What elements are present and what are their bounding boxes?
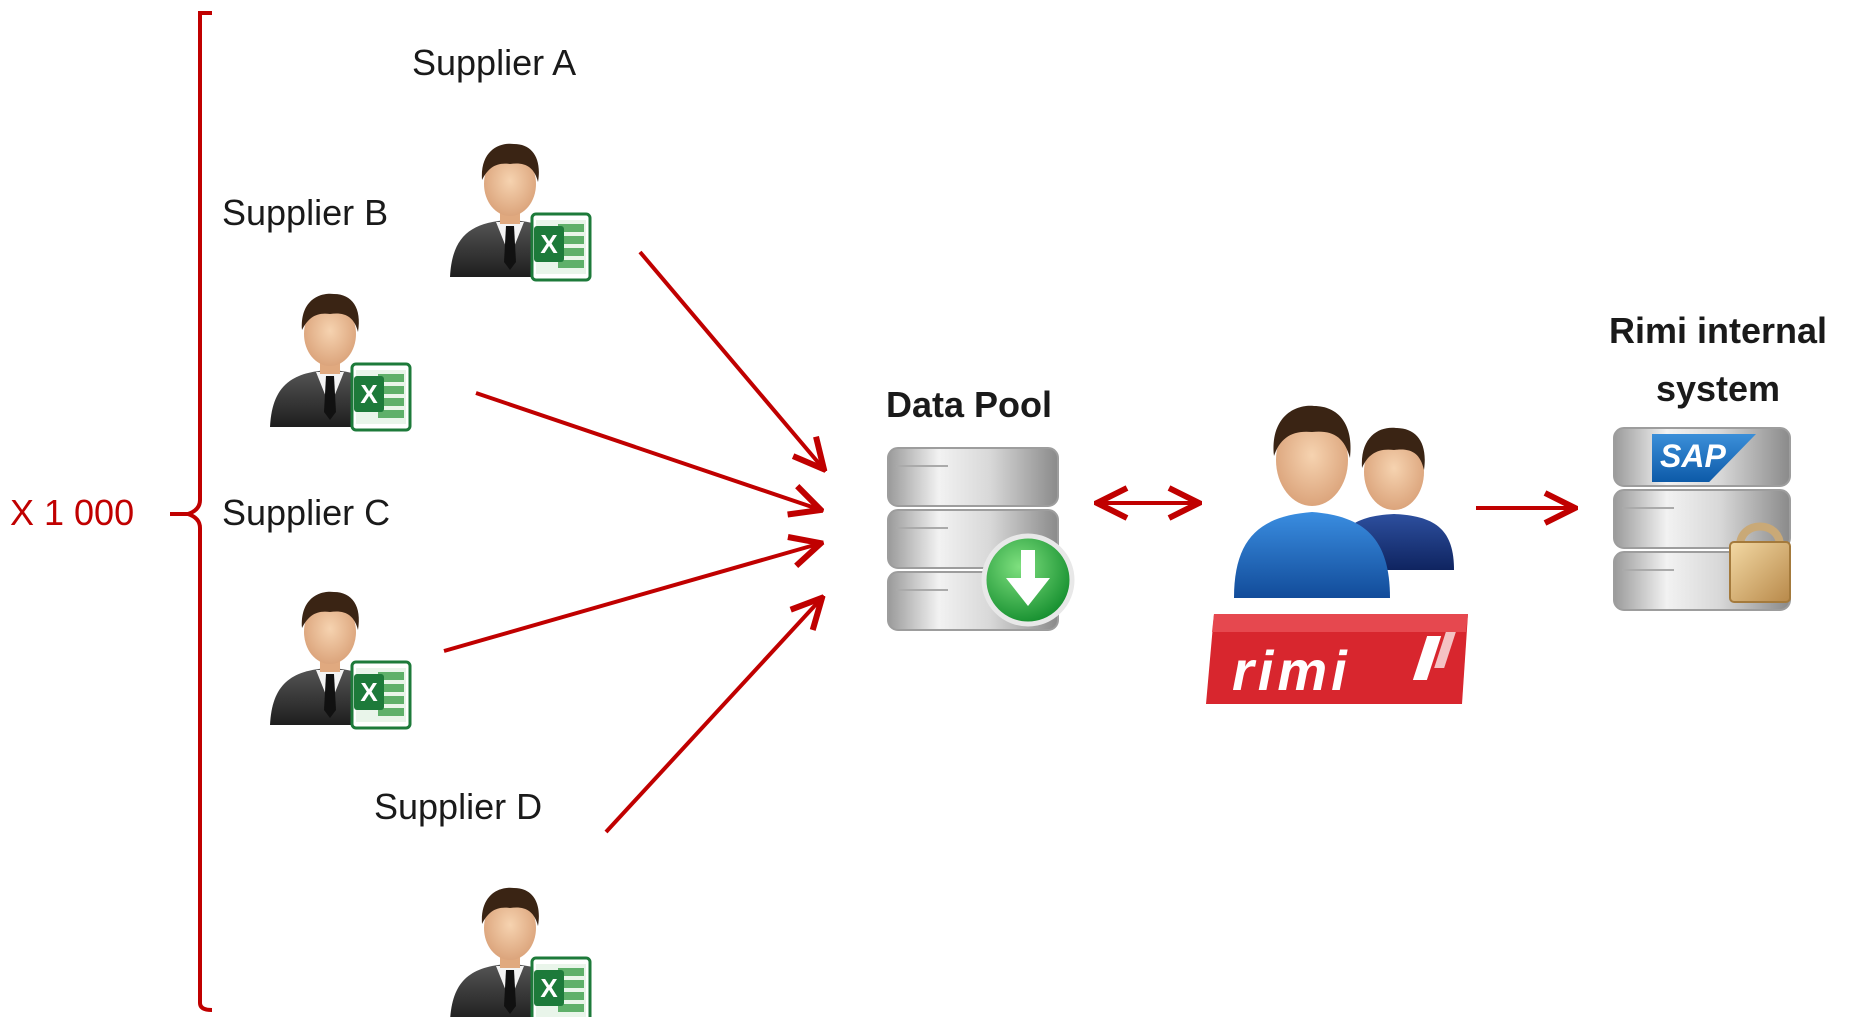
arrow-supplier-b bbox=[475, 391, 818, 509]
supplier-c-label: Supplier C bbox=[222, 492, 391, 533]
supplier-d-icon bbox=[448, 886, 592, 1017]
arrow-supplier-a bbox=[638, 250, 822, 467]
arrow-supplier-c bbox=[443, 544, 818, 653]
internal-system-label-line1: Rimi internal bbox=[1608, 310, 1828, 351]
rimi-logo bbox=[1206, 614, 1468, 704]
multiplier-label: X 1 000 bbox=[10, 492, 135, 533]
rimi-users-icon bbox=[1234, 405, 1454, 598]
data-pool-label: Data Pool bbox=[886, 384, 1053, 425]
supplier-a-icon bbox=[448, 142, 592, 282]
arrow-supplier-d bbox=[604, 600, 820, 834]
internal-system-label-line2: system bbox=[1655, 368, 1781, 409]
supplier-a-label: Supplier A bbox=[412, 42, 577, 83]
supplier-d-label: Supplier D bbox=[374, 786, 543, 827]
supplier-b-label: Supplier B bbox=[222, 192, 389, 233]
rimi-logo-text: Rimi bbox=[1232, 639, 1351, 702]
database-download-icon bbox=[887, 447, 1075, 631]
grouping-brace bbox=[181, 11, 213, 1012]
sap-logo-text: SAP bbox=[1660, 438, 1726, 474]
supplier-b-icon bbox=[268, 292, 412, 432]
supplier-c-icon bbox=[268, 590, 412, 730]
